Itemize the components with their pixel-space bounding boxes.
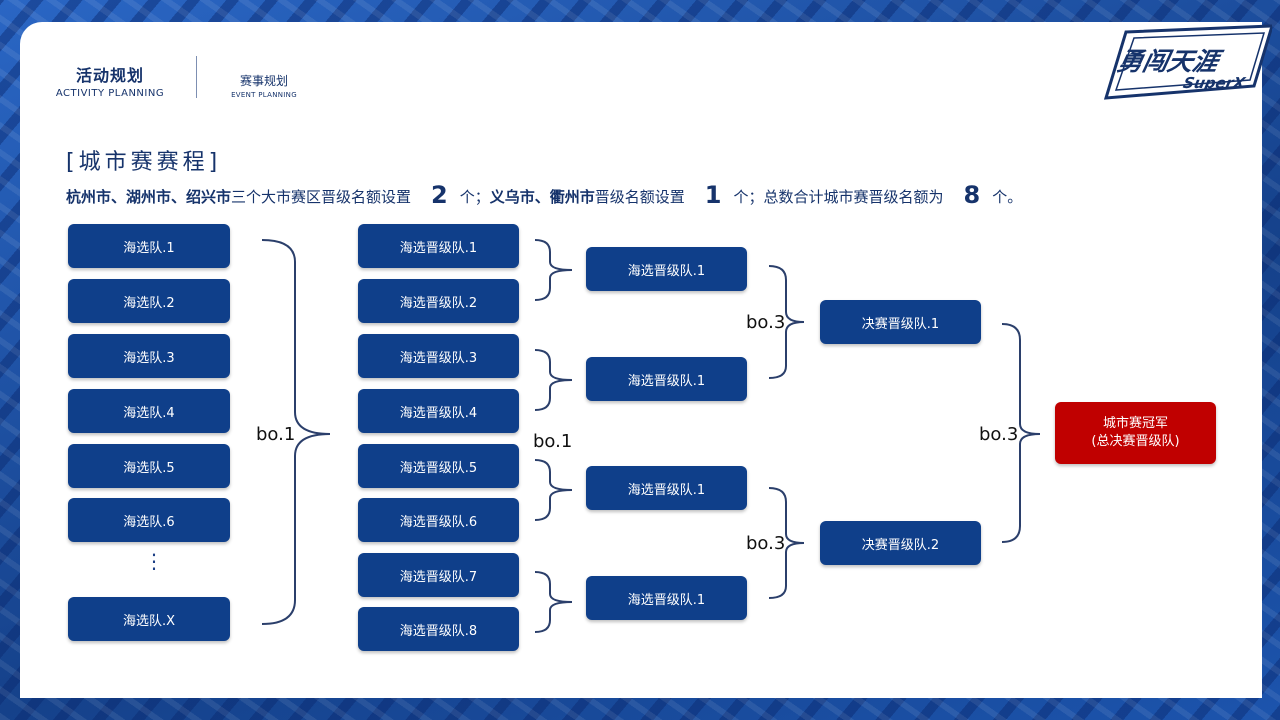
logo-text-en: SuperX (1182, 74, 1248, 92)
superx-logo: 勇闯天涯 SuperX (1104, 24, 1272, 100)
quota-description: 杭州市、湖州市、绍兴市三个大市赛区晋级名额设置 2 个；义乌市、衢州市晋级名额设置 1… (66, 180, 1022, 212)
advanced-team-3: 海选晋级队.3 (358, 334, 519, 378)
qualifier-team-5: 海选队.5 (68, 444, 230, 488)
logo-badge-inner (1114, 32, 1266, 91)
advanced-team-8: 海选晋级队.8 (358, 607, 519, 651)
advanced-team-7: 海选晋级队.7 (358, 553, 519, 597)
quota-cities-a: 杭州市、湖州市、绍兴市 (66, 188, 232, 206)
advanced-team-5: 海选晋级队.5 (358, 444, 519, 488)
city-champion-box: 城市赛冠军 (总决赛晋级队) (1055, 402, 1216, 464)
label-final-format: bo.3 (979, 424, 1019, 445)
quota-cities-b: 义乌市、衢州市 (489, 188, 595, 206)
label-round1-format: bo.1 (256, 424, 296, 445)
quota-num-b: 1 (704, 181, 722, 209)
round2-team-1: 海选晋级队.1 (586, 247, 747, 291)
advanced-team-4: 海选晋级队.4 (358, 389, 519, 433)
label-semi-bottom-format: bo.3 (746, 533, 786, 554)
quota-text-a: 三个大市赛区晋级名额设置 (231, 188, 412, 206)
quota-text-b: 晋级名额设置 (594, 188, 685, 206)
logo-badge-shape (1104, 24, 1272, 100)
qualifier-team-4: 海选队.4 (68, 389, 230, 433)
header-sub-en: EVENT PLANNING (231, 91, 297, 99)
advanced-team-1: 海选晋级队.1 (358, 224, 519, 268)
label-round2-format: bo.1 (533, 431, 573, 452)
quota-end: 个。 (992, 188, 1023, 206)
header-sub-cn: 赛事规划 (239, 74, 288, 88)
advanced-team-2: 海选晋级队.2 (358, 279, 519, 323)
quota-num-a: 2 (431, 181, 448, 209)
champion-subtitle: (总决赛晋级队) (1091, 434, 1180, 449)
ellipsis-more-teams: ⋮ (144, 549, 164, 573)
header-event-planning: 赛事规划 EVENT PLANNING (226, 72, 302, 99)
logo-text-cn: 勇闯天涯 (1115, 47, 1226, 76)
qualifier-team-2: 海选队.2 (68, 279, 230, 323)
finalist-team-2: 决赛晋级队.2 (820, 521, 981, 565)
header-main-cn: 活动规划 (75, 66, 144, 85)
champion-title: 城市赛冠军 (1102, 416, 1168, 431)
advanced-team-6: 海选晋级队.6 (358, 498, 519, 542)
round2-team-2: 海选晋级队.1 (586, 357, 747, 401)
section-title: [城市赛赛程] (66, 150, 222, 175)
quota-text-c: 个；总数合计城市赛晋级名额为 (733, 188, 944, 206)
qualifier-team-6: 海选队.6 (68, 498, 230, 542)
header-main-en: ACTIVITY PLANNING (55, 88, 165, 99)
quota-num-total: 8 (963, 181, 981, 209)
label-semi-top-format: bo.3 (746, 312, 786, 333)
finalist-team-1: 决赛晋级队.1 (820, 300, 981, 344)
qualifier-team-3: 海选队.3 (68, 334, 230, 378)
header-activity-planning: 活动规划 ACTIVITY PLANNING (52, 62, 168, 99)
quota-sep-a: 个； (459, 188, 490, 206)
round2-team-4: 海选晋级队.1 (586, 576, 747, 620)
qualifier-team-x: 海选队.X (68, 597, 230, 641)
round2-team-3: 海选晋级队.1 (586, 466, 747, 510)
header-divider (196, 56, 197, 98)
qualifier-team-1: 海选队.1 (68, 224, 230, 268)
